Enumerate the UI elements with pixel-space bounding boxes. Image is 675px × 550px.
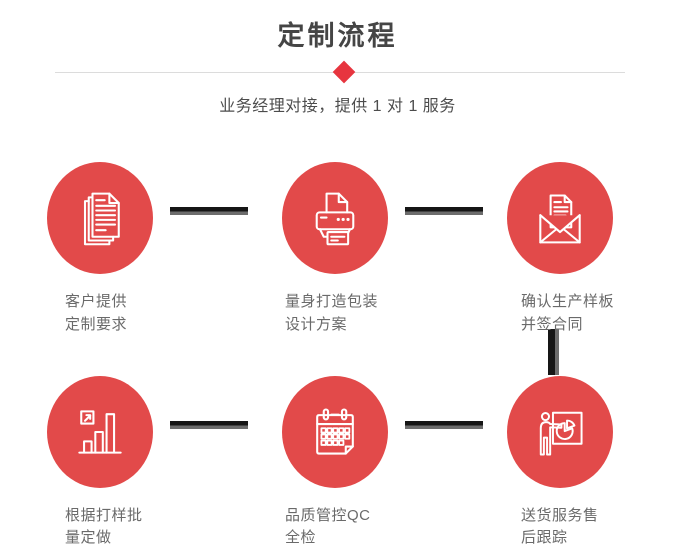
connector-h-1 (170, 207, 248, 215)
connector-h-4 (405, 421, 483, 429)
step-circle-1 (47, 162, 153, 274)
documents-icon (83, 192, 120, 246)
connector-h-2 (405, 207, 483, 215)
step-label-2: 量身打造包装 设计方案 (285, 293, 379, 333)
subtitle: 业务经理对接，提供 1 对 1 服务 (219, 98, 456, 115)
step-circle-6 (507, 376, 613, 488)
step-label-1: 客户提供 定制要求 (65, 293, 128, 333)
bar-chart-icon (78, 410, 122, 454)
connector-h-3 (170, 421, 248, 429)
step-label-6: 送货服务售 后跟踪 (521, 507, 599, 546)
page-title: 定制流程 (277, 21, 398, 51)
step-label-4: 根据打样批 量定做 (65, 507, 143, 546)
diamond-icon (332, 60, 356, 84)
connector-v-1 (548, 329, 559, 375)
step-label-3: 确认生产样板 并签合同 (521, 293, 615, 333)
step-label-5: 品质管控QC 全检 (285, 507, 371, 546)
calendar-icon (316, 408, 354, 455)
step-circle-3 (507, 162, 613, 274)
step-circle-4 (47, 376, 153, 488)
step-circle-2 (282, 162, 388, 274)
envelope-icon (539, 194, 581, 244)
printer-icon (315, 192, 355, 246)
step-circle-5 (282, 376, 388, 488)
presentation-icon (539, 411, 583, 456)
